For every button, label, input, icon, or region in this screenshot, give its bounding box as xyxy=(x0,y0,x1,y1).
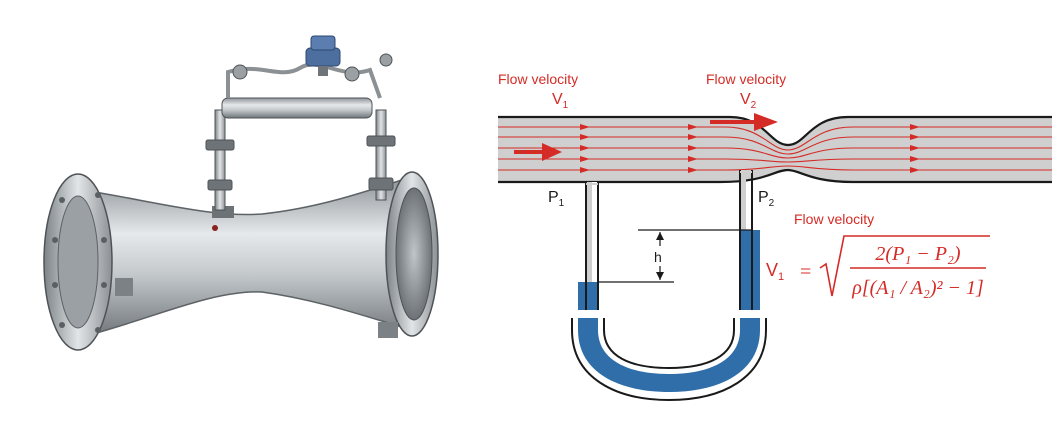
formula-radical xyxy=(819,235,990,297)
h-label: h xyxy=(654,249,662,265)
formula-denominator: ρ[(A₁ / A₂)² − 1] xyxy=(851,277,984,299)
formula-equals: = xyxy=(800,261,811,283)
flow-velocity-label-1: Flow velocity xyxy=(498,71,578,87)
velocity-formula: V1 = 2(P₁ − P₂) ρ[(A₁ / A₂)² − 1] xyxy=(766,235,990,299)
p2-label: P2 xyxy=(758,189,775,209)
streamline-arrowheads xyxy=(580,124,920,173)
v2-label: V2 xyxy=(740,91,757,111)
p1-label: P1 xyxy=(548,189,565,209)
venturi-body xyxy=(69,176,413,339)
throat-flow-arrow xyxy=(710,113,778,131)
flow-velocity-label-2: Flow velocity xyxy=(706,71,786,87)
u-tube-manometer xyxy=(571,170,767,402)
venturi-diagram: h Flow velocity V1 Flow velocity V2 P1 P… xyxy=(498,71,1052,402)
streamlines xyxy=(498,126,1052,171)
venturi-pipe xyxy=(498,117,1052,182)
flow-velocity-label-3: Flow velocity xyxy=(794,211,874,227)
height-indicator xyxy=(598,229,752,283)
pressure-transmitter xyxy=(305,35,341,76)
formula-numerator: 2(P₁ − P₂) xyxy=(875,243,960,265)
v1-label: V1 xyxy=(552,91,569,111)
left-fluid-column xyxy=(578,282,598,318)
pipe-opening xyxy=(395,187,433,321)
right-fluid-column xyxy=(740,230,760,318)
left-pressure-tap xyxy=(214,109,226,211)
right-pressure-tap xyxy=(375,109,387,201)
inlet-flow-arrow xyxy=(514,143,562,161)
venturi-meter-photo xyxy=(43,35,439,351)
formula-lhs: V1 xyxy=(766,260,784,283)
valve-manifold xyxy=(221,97,373,119)
